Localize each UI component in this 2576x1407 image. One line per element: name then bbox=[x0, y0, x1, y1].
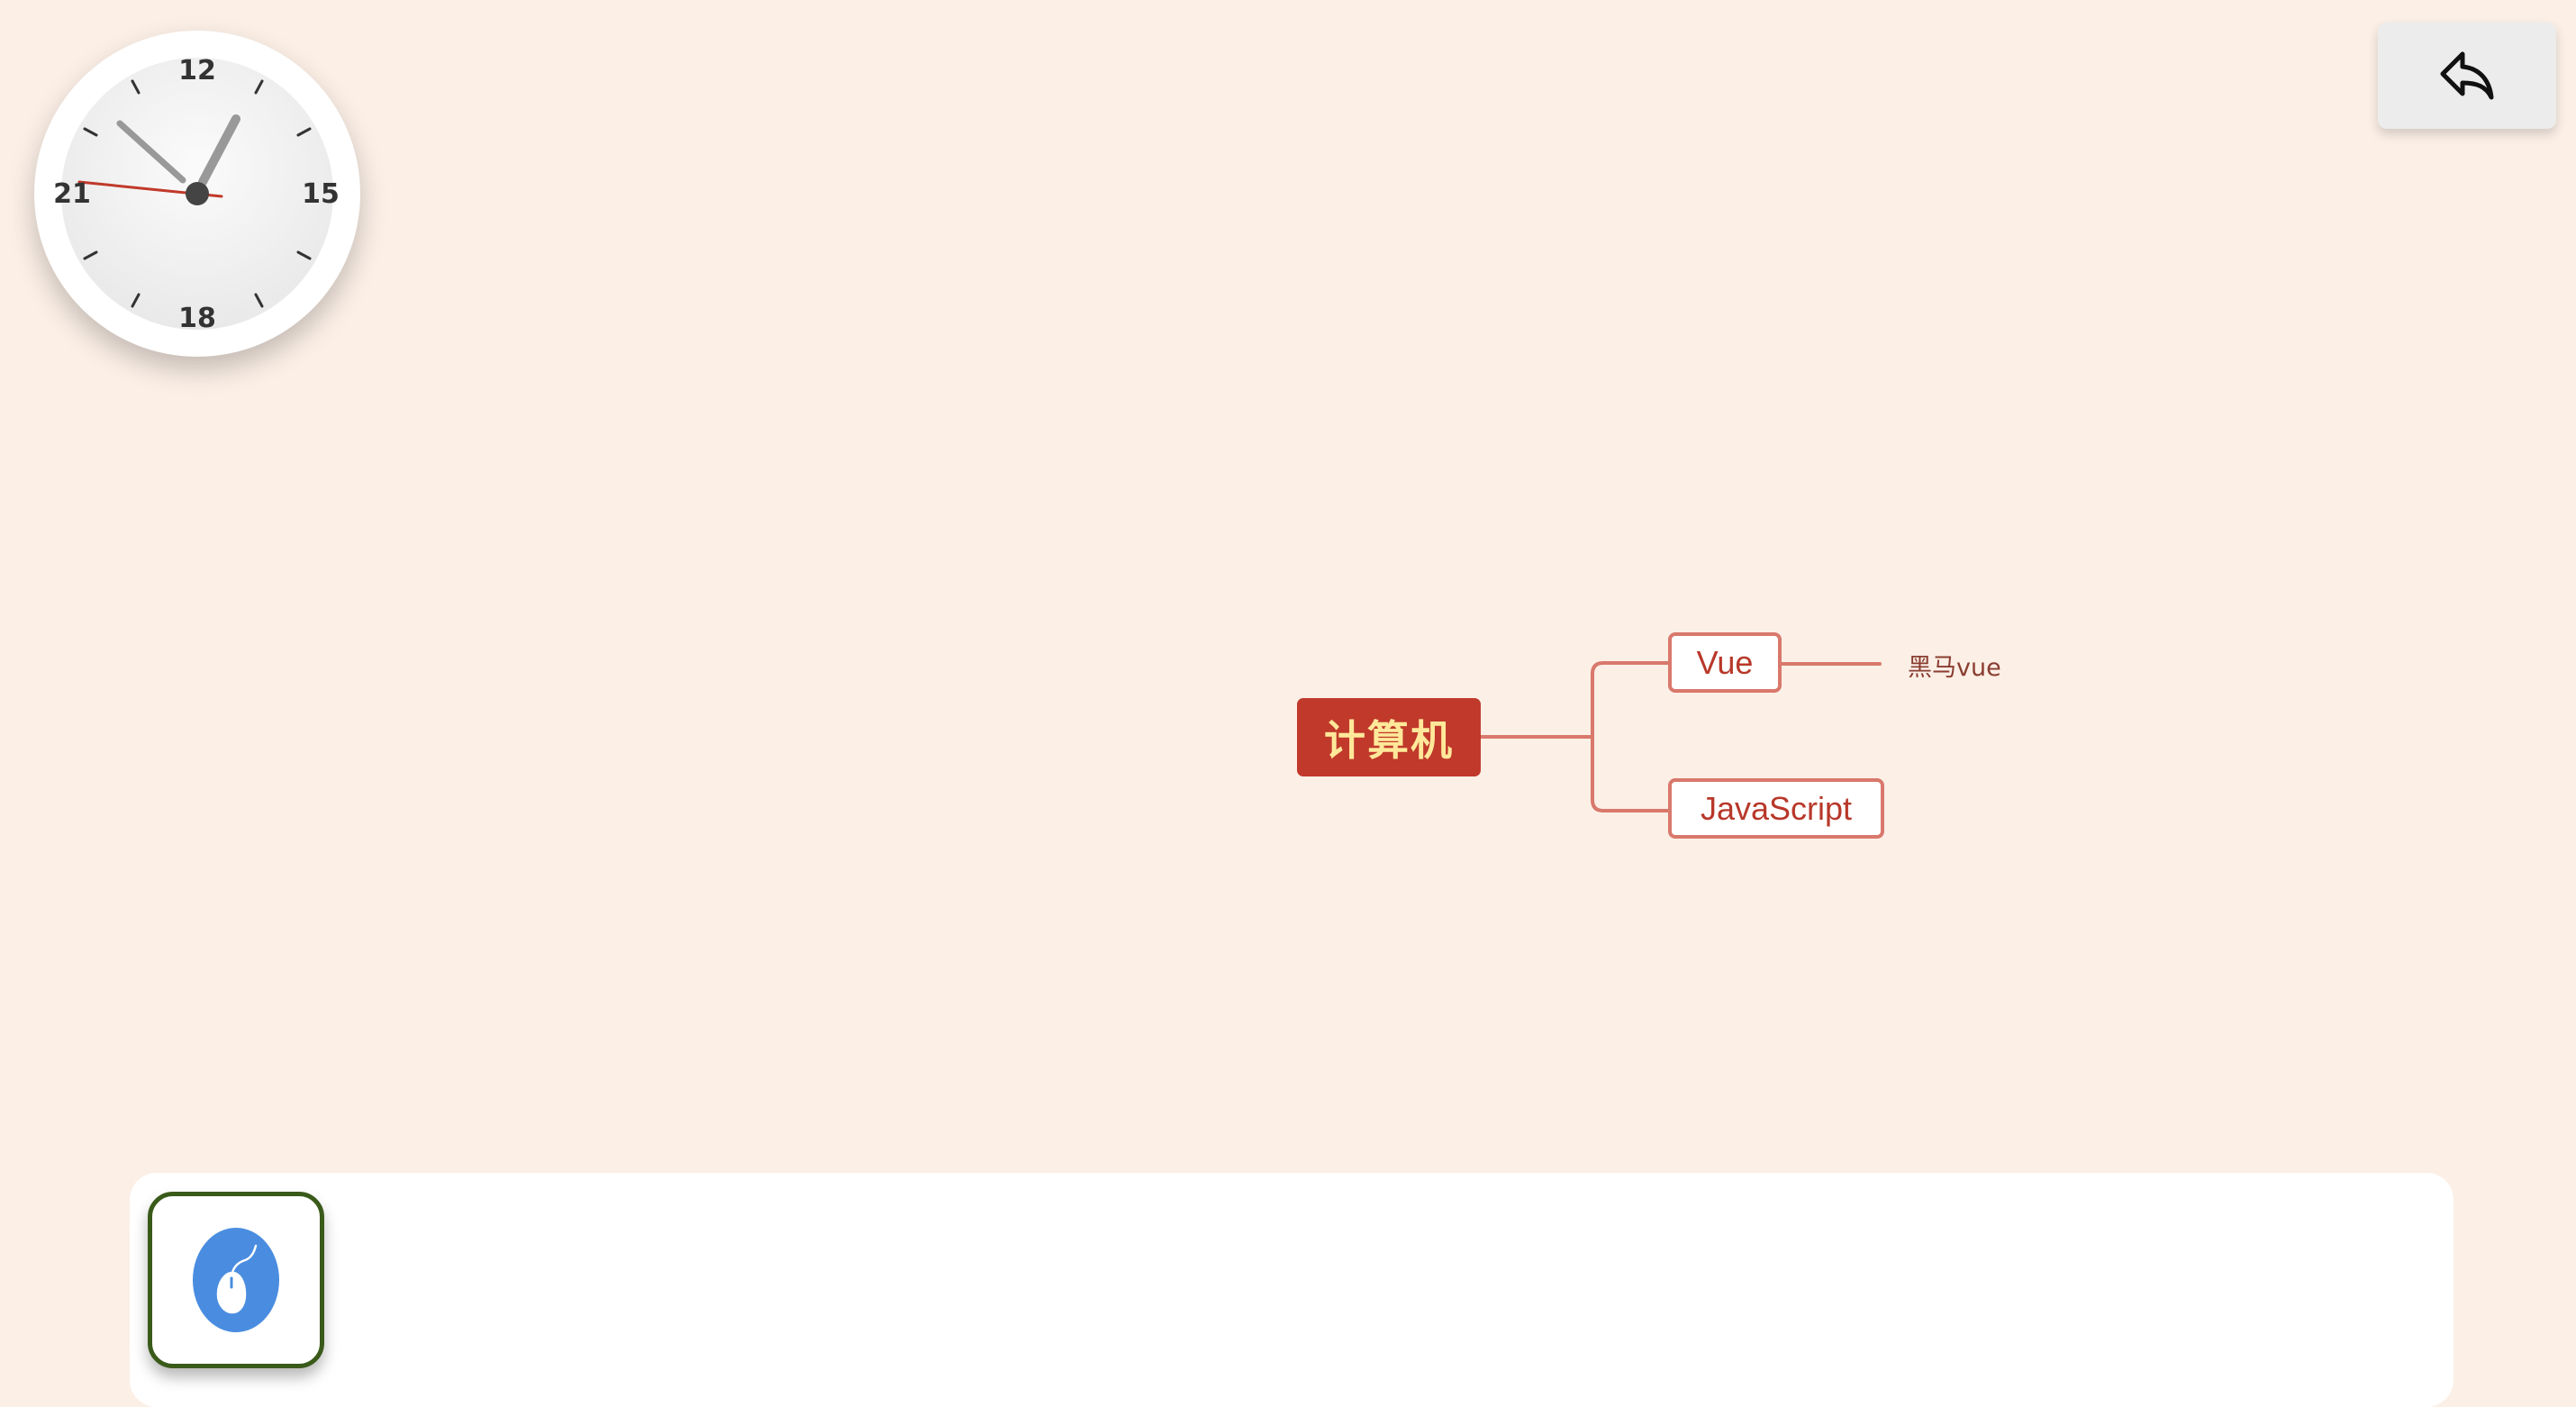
undo-button[interactable] bbox=[2378, 23, 2556, 129]
clock-number-21: 21 bbox=[53, 178, 91, 210]
connector-root-children bbox=[1591, 661, 1670, 812]
clock-face bbox=[61, 58, 333, 330]
clock-number-15: 15 bbox=[302, 178, 340, 210]
mindmap-node-heima-vue[interactable]: 黑马vue bbox=[1908, 653, 2001, 682]
mindmap-node-vue[interactable]: Vue bbox=[1668, 632, 1782, 693]
mindmap-node-javascript[interactable]: JavaScript bbox=[1668, 778, 1884, 839]
analog-clock: 12 15 18 21 bbox=[34, 31, 360, 357]
mouse-tool-button[interactable] bbox=[148, 1192, 324, 1368]
clock-number-18: 18 bbox=[178, 303, 216, 334]
mouse-icon bbox=[193, 1228, 279, 1332]
undo-arrow-icon bbox=[2440, 51, 2494, 100]
bottom-toolbar bbox=[130, 1173, 2454, 1407]
clock-ticks bbox=[83, 79, 312, 308]
clock-number-12: 12 bbox=[178, 55, 216, 86]
clock-hour-hand bbox=[198, 114, 240, 186]
mindmap-root-node[interactable]: 计算机 bbox=[1297, 698, 1481, 776]
clock-minute-hand bbox=[116, 120, 186, 184]
